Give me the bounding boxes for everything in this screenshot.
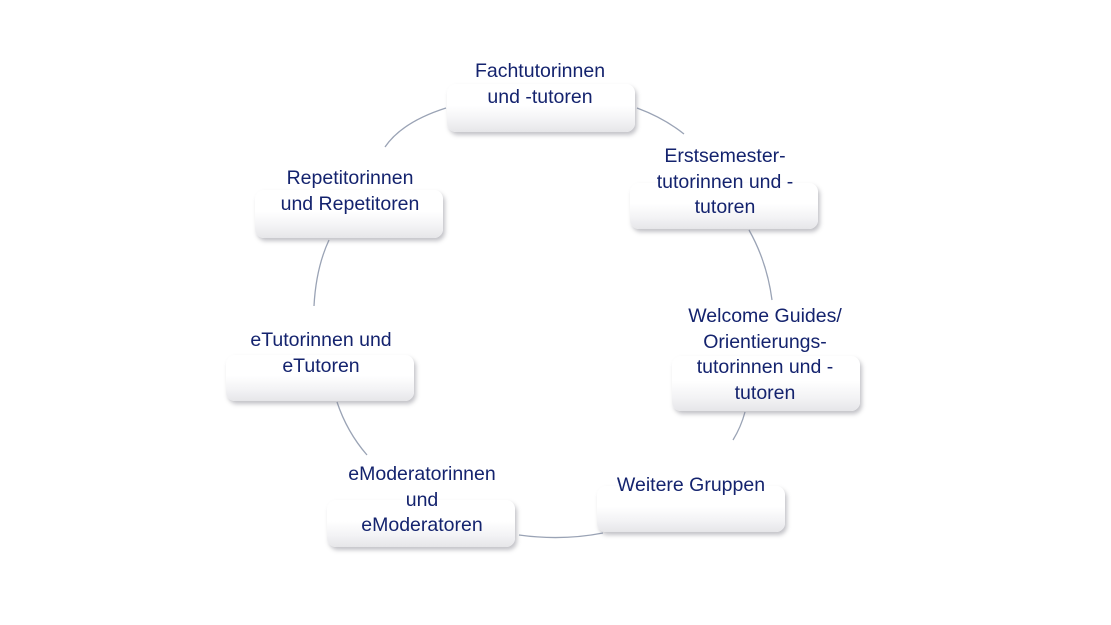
connector-arc bbox=[384, 107, 447, 148]
node-box-emoderatoren bbox=[327, 500, 515, 547]
node-label-fachtutoren: Fachtutorinnen und -tutoren bbox=[474, 60, 606, 108]
connector-arc bbox=[313, 239, 330, 307]
node-label-weitere-gruppen: Weitere Gruppen bbox=[616, 474, 766, 496]
connector-arc bbox=[636, 107, 685, 135]
node-box-repetitoren bbox=[255, 190, 443, 238]
connector-arc bbox=[748, 229, 773, 301]
node-box-weitere-gruppen bbox=[597, 486, 785, 532]
node-box-fachtutoren bbox=[447, 84, 635, 132]
connector-arc bbox=[336, 401, 368, 456]
node-label-erstsemestertutoren: Erstsemester- tutorinnen und - tutoren bbox=[656, 145, 794, 218]
connector-arc bbox=[518, 532, 604, 539]
node-box-etutoren bbox=[226, 355, 414, 401]
node-box-erstsemestertutoren bbox=[630, 183, 818, 229]
node-label-repetitoren: Repetitorinnen und Repetitoren bbox=[280, 167, 420, 215]
node-box-welcome-guides bbox=[672, 356, 860, 411]
connector-arc bbox=[732, 411, 746, 441]
node-label-etutoren: eTutorinnen und eTutoren bbox=[250, 329, 392, 377]
node-label-emoderatoren: eModeratorinnen und eModeratoren bbox=[348, 463, 496, 536]
node-label-welcome-guides: Welcome Guides/ Orientierungs- tutorinne… bbox=[688, 305, 842, 404]
